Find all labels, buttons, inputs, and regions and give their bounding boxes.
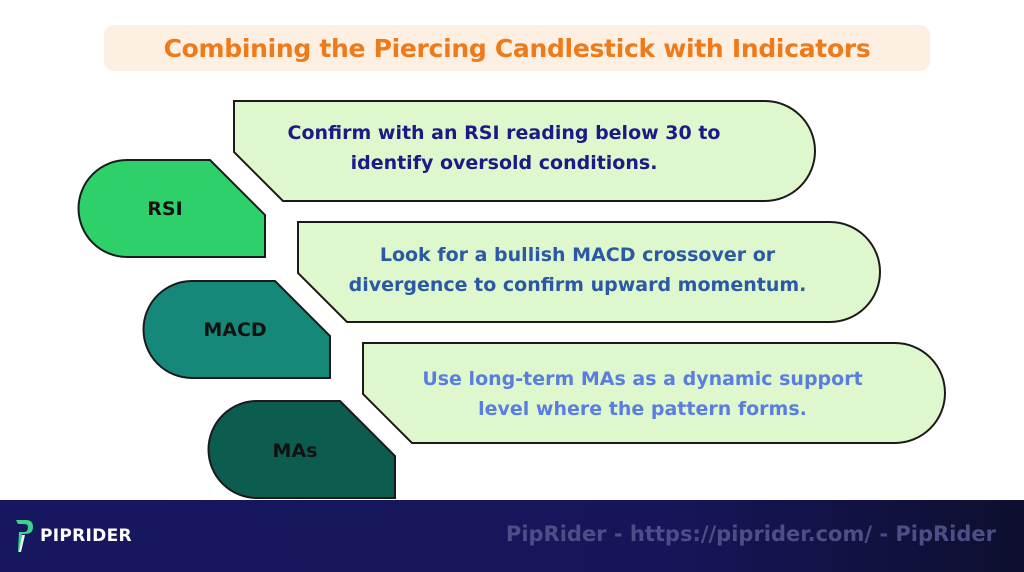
callout-mas-line2: level where the pattern forms. <box>478 398 807 420</box>
title-banner: Combining the Piercing Candlestick with … <box>104 25 930 71</box>
pill-label-rsi: RSI <box>147 198 183 220</box>
pill-mas-shape <box>207 400 396 499</box>
page-title: Combining the Piercing Candlestick with … <box>163 33 871 63</box>
pill-label-mas: MAs <box>272 440 318 462</box>
piprider-logo[interactable]: PIPRIDER <box>14 518 132 554</box>
callout-macd-line1: Look for a bullish MACD crossover or <box>379 244 776 266</box>
callout-rsi-line1: Confirm with an RSI reading below 30 to <box>287 122 721 144</box>
callout-text-macd: Look for a bullish MACD crossover or div… <box>300 240 855 300</box>
callout-rsi-line2: identify oversold conditions. <box>350 152 658 174</box>
pill-label-macd: MACD <box>203 319 267 341</box>
logo-text: PIPRIDER <box>40 526 132 546</box>
callout-mas-shape <box>362 342 946 444</box>
footer-bar: PIPRIDER PipRider - https://piprider.com… <box>0 500 1024 572</box>
callout-macd-shape <box>297 221 881 323</box>
callout-mas-line1: Use long-term MAs as a dynamic support <box>422 368 863 390</box>
pill-rsi-shape <box>77 159 266 258</box>
callout-rsi-shape <box>233 100 816 202</box>
pill-macd-shape <box>142 280 331 379</box>
callout-text-rsi: Confirm with an RSI reading below 30 to … <box>234 118 774 178</box>
watermark-text: PipRider - https://piprider.com/ - PipRi… <box>505 522 996 546</box>
callout-text-mas: Use long-term MAs as a dynamic support l… <box>365 364 920 424</box>
piprider-logo-icon <box>16 520 33 552</box>
callout-macd-line2: divergence to confirm upward momentum. <box>348 274 807 296</box>
